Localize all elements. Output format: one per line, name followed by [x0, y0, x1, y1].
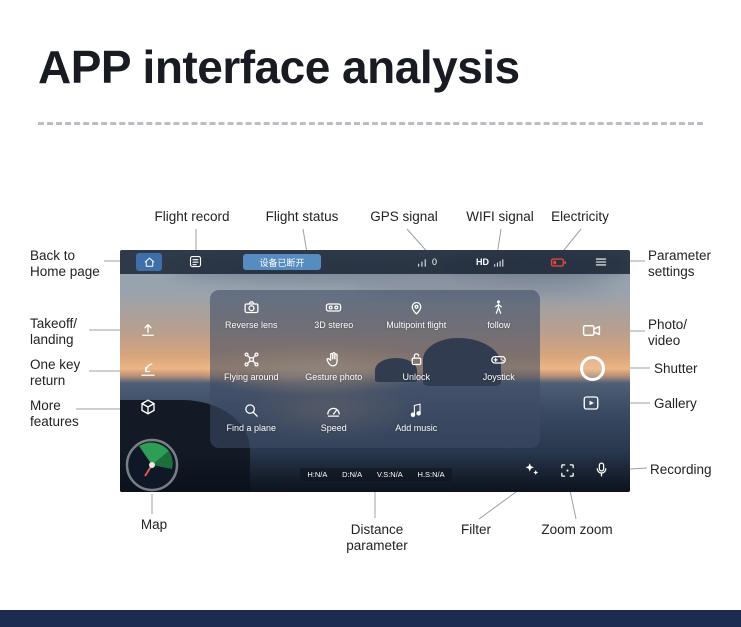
device-status-pill[interactable]: 设备已断开 [243, 254, 321, 270]
gps-signal-icon [418, 258, 426, 267]
gamepad-icon [491, 356, 507, 364]
wifi-signal-indicator[interactable]: HD [476, 254, 505, 270]
reverse-lens-icon [244, 301, 259, 314]
telemetry-bar: H:N/A D:N/A V.S:N/A H.S:N/A [300, 468, 452, 481]
menu-item-label: 3D stereo [314, 320, 354, 330]
menu-item-label: Flying around [223, 372, 279, 382]
takeoff-icon [142, 324, 154, 336]
zoom-frame-icon [560, 463, 574, 477]
flight-record-button[interactable] [188, 254, 204, 270]
callout-gallery: Gallery [654, 396, 697, 411]
vr-goggles-icon [326, 303, 342, 312]
menu-item-label: Add music [395, 423, 438, 433]
more-features-button[interactable] [138, 397, 158, 417]
takeoff-landing-button[interactable] [138, 320, 158, 340]
zoom-button[interactable] [557, 460, 577, 480]
cube-icon [141, 399, 155, 415]
menu-item-find-a-plane[interactable]: Find a plane [210, 402, 293, 433]
menu-item-label: Reverse lens [224, 320, 278, 330]
menu-item-reverse-lens[interactable]: Reverse lens [210, 299, 293, 330]
gps-count: 0 [432, 257, 438, 267]
page-title: APP interface analysis [38, 41, 520, 93]
menu-item-label: Unlock [402, 372, 430, 382]
menu-item-gesture-photo[interactable]: Gesture photo [293, 351, 376, 382]
callout-recording: Recording [650, 462, 712, 477]
callout-takeoff-landing: Takeoff/ landing [30, 316, 78, 347]
menu-item-label: follow [487, 320, 511, 330]
gallery-icon [583, 396, 599, 410]
menu-item-label: Find a plane [226, 423, 277, 433]
lock-icon [411, 353, 422, 366]
gallery-button[interactable] [581, 393, 601, 413]
hd-label: HD [476, 257, 489, 267]
drone-icon [244, 352, 259, 367]
callout-map: Map [140, 517, 168, 532]
menu-item-unlock[interactable]: Unlock [375, 351, 458, 382]
menu-item-label: Speed [320, 423, 347, 433]
map-widget[interactable] [125, 438, 179, 492]
bottom-navy-bar [0, 610, 741, 627]
callout-electricity: Electricity [551, 209, 609, 224]
home-icon [144, 257, 154, 267]
photo-video-icon [582, 324, 600, 336]
menu-item-label: Multipoint flight [386, 320, 447, 330]
menu-item-speed[interactable]: Speed [293, 402, 376, 433]
microphone-icon [596, 461, 606, 477]
feature-menu-panel: Reverse lens 3D stereo Multipoint flight… [210, 290, 540, 448]
callout-distance-parameter: Distance parameter [346, 522, 408, 553]
filter-sparkles-icon [525, 463, 539, 475]
menu-item-label: Joystick [482, 372, 515, 382]
callout-wifi-signal: WIFI signal [466, 209, 534, 224]
hand-icon [326, 352, 338, 367]
menu-item-label: Gesture photo [305, 372, 363, 382]
menu-row-2: Flying around Gesture photo Unlock Joyst… [210, 351, 540, 382]
callout-filter: Filter [461, 522, 491, 537]
telemetry-hspeed: H.S:N/A [417, 470, 445, 479]
flight-record-icon [189, 255, 202, 268]
compass-map-icon [125, 438, 179, 492]
magnifier-icon [244, 404, 258, 417]
telemetry-vspeed: V.S:N/A [376, 470, 403, 479]
photo-video-button[interactable] [581, 320, 601, 340]
dashed-divider [38, 122, 703, 125]
return-icon [141, 363, 155, 376]
app-top-bar: 设备已断开 0 HD [120, 250, 630, 274]
speedometer-icon [327, 407, 341, 417]
callout-one-key-return: One key return [30, 357, 81, 388]
parameter-settings-button[interactable] [594, 254, 608, 270]
shutter-button[interactable] [580, 356, 605, 381]
menu-row-1: Reverse lens 3D stereo Multipoint flight… [210, 299, 540, 330]
gps-signal-indicator[interactable]: 0 [416, 254, 437, 270]
battery-indicator[interactable] [550, 254, 567, 270]
telemetry-height: H:N/A [307, 470, 328, 479]
callout-flight-record: Flight record [154, 209, 230, 224]
callout-more-features: More features [30, 398, 79, 429]
menu-row-3: Find a plane Speed Add music [210, 402, 540, 433]
menu-item-add-music[interactable]: Add music [375, 402, 458, 433]
menu-item-multipoint-flight[interactable]: Multipoint flight [375, 299, 458, 330]
menu-item-follow[interactable]: follow [458, 299, 541, 330]
menu-item-3d-stereo[interactable]: 3D stereo [293, 299, 376, 330]
callout-photo-video: Photo/ video [648, 317, 688, 348]
app-screenshot: 设备已断开 0 HD [120, 250, 630, 492]
callout-gps-signal: GPS signal [370, 209, 438, 224]
callout-back-home: Back to Home page [30, 248, 100, 279]
callout-parameter-settings: Parameter settings [648, 248, 712, 279]
callout-zoom: Zoom zoom [541, 522, 613, 537]
callout-flight-status: Flight status [265, 209, 339, 224]
one-key-return-button[interactable] [138, 360, 158, 380]
settings-menu-icon [595, 258, 607, 266]
filter-button[interactable] [522, 460, 542, 480]
callout-shutter: Shutter [654, 361, 698, 376]
music-note-icon [410, 403, 421, 417]
wifi-signal-icon [494, 258, 504, 267]
walking-person-icon [495, 300, 503, 314]
home-button[interactable] [136, 253, 162, 271]
menu-item-flying-around[interactable]: Flying around [210, 351, 293, 382]
location-pin-icon [411, 301, 422, 315]
menu-item-joystick[interactable]: Joystick [458, 351, 541, 382]
recording-button[interactable] [591, 459, 611, 479]
telemetry-distance: D:N/A [342, 470, 363, 479]
battery-icon [550, 257, 567, 267]
